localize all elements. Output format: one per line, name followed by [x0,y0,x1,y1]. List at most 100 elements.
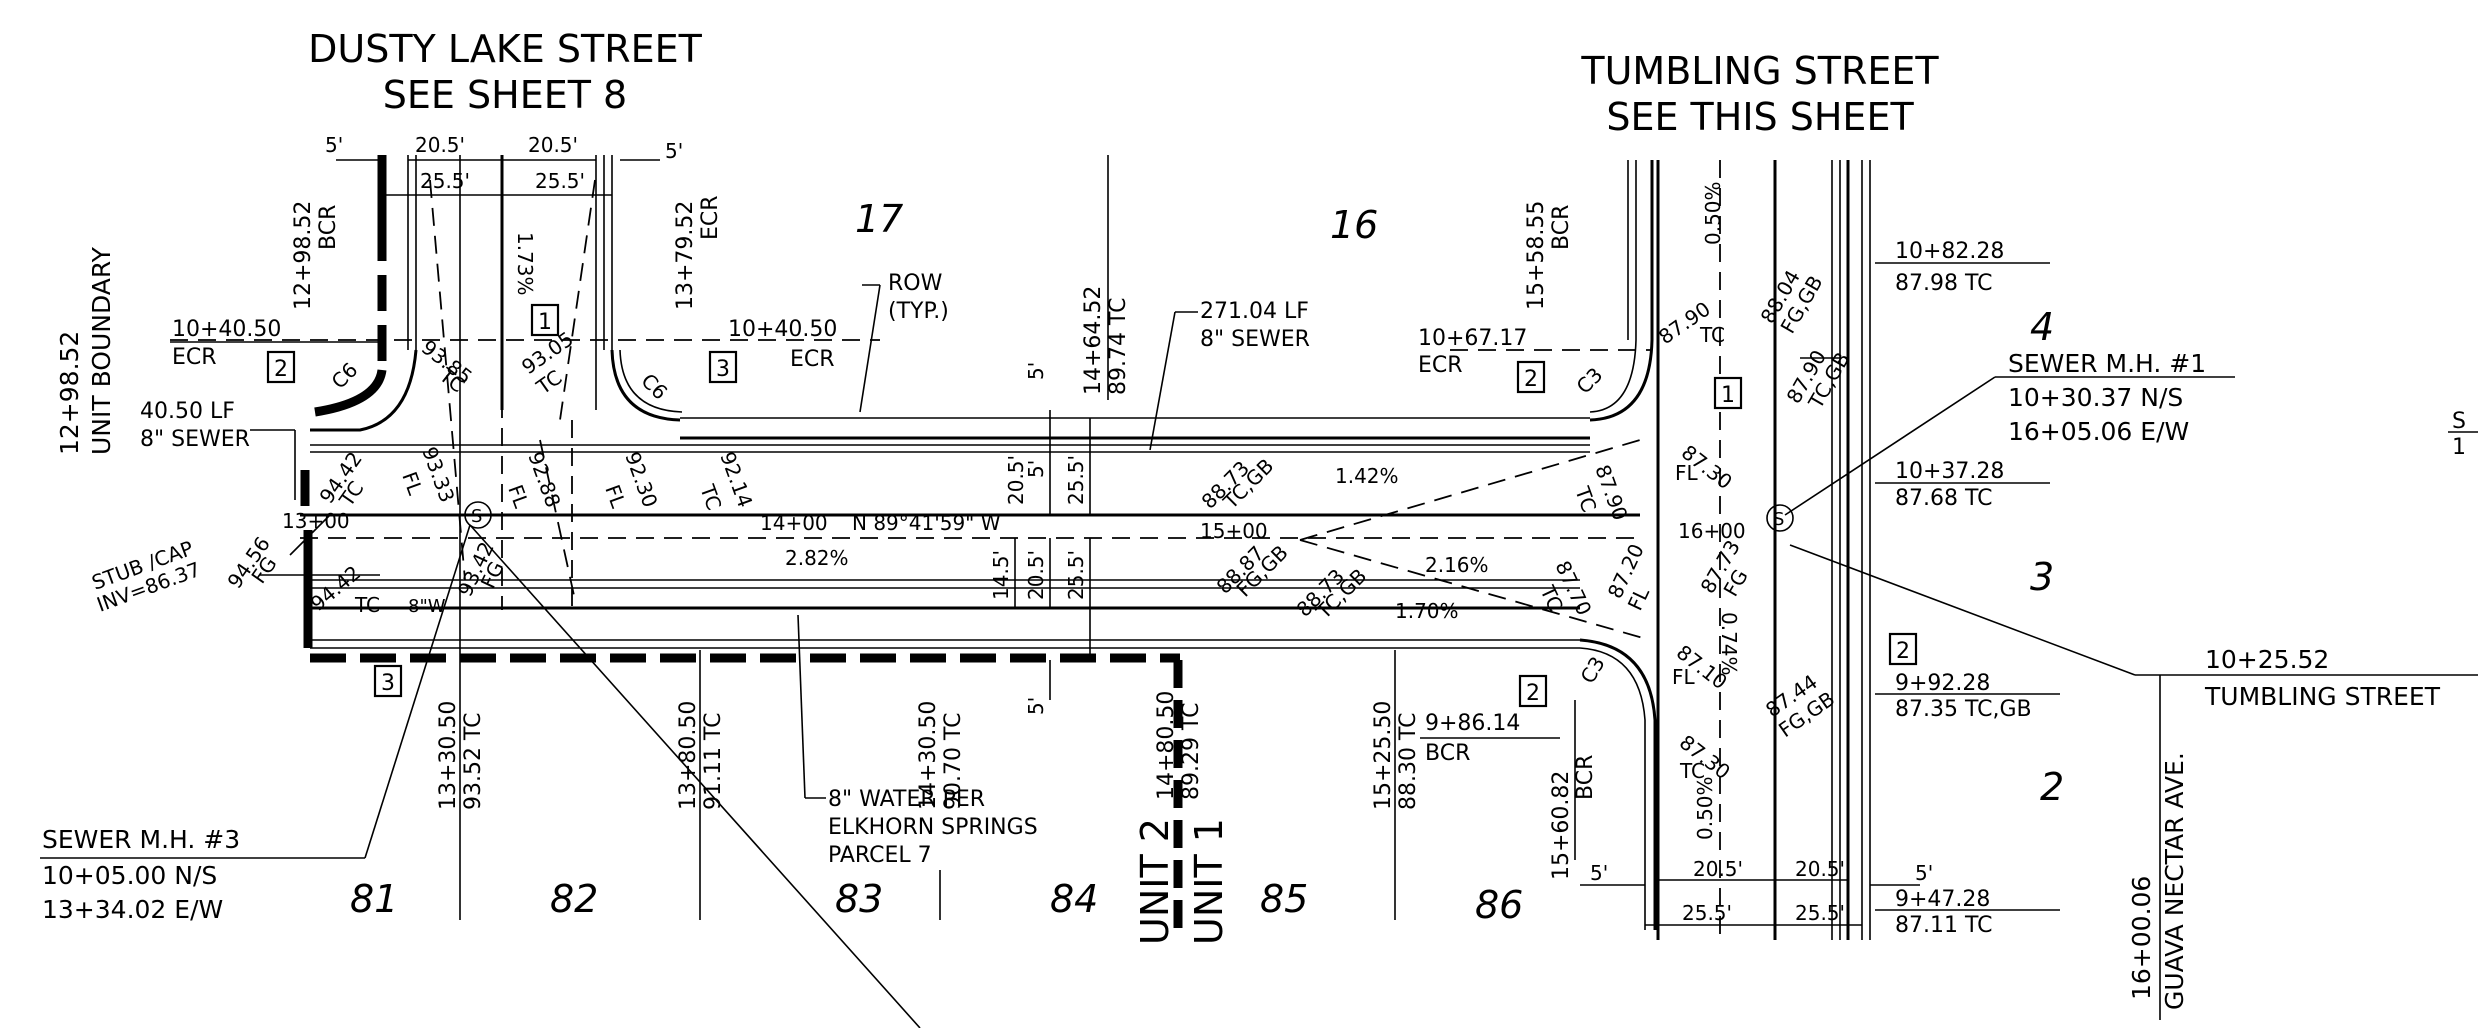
callout-box-2: 2 [1516,360,1546,394]
bcr-label: BCR [1425,741,1470,766]
sewer-manhole-3-symbol [464,501,492,529]
svg-text:2: 2 [274,357,288,382]
svg-text:15+58.55: 15+58.55 [1524,201,1549,310]
title-tumbling: TUMBLING STREET [1580,49,1939,93]
lot-81: 81 [350,877,398,921]
elev-87-35: 87.35 TC,GB [1895,697,2032,722]
dim-5ft: 5' [1024,362,1048,380]
dim-5ft: 5' [1590,861,1608,885]
svg-text:90.70 TC: 90.70 TC [941,713,966,811]
svg-text:N 89°41'59" W: N 89°41'59" W [852,511,1001,535]
svg-text:TC: TC [1699,323,1725,347]
svg-text:13+00: 13+00 [282,509,350,533]
svg-text:0.50%: 0.50% [1701,181,1725,245]
tumbling-road-lines [1299,160,1871,940]
lot-16: 16 [1330,203,1378,247]
title-dusty-lake: DUSTY LAKE STREET [308,27,703,71]
svg-text:BCR: BCR [1549,205,1574,250]
water-note-1: 8" WATER PER [828,787,985,812]
svg-text:2: 2 [1526,681,1540,706]
svg-text:89.74 TC: 89.74 TC [1106,298,1131,396]
svg-text:FL: FL [600,482,631,512]
elev-87-11: 87.11 TC [1895,913,1993,938]
bcr-station: 9+86.14 [1425,711,1520,736]
row-label: ROW [888,271,943,296]
station-10-25-52: 10+25.52 [2205,645,2329,674]
svg-text:89.29 TC: 89.29 TC [1179,703,1204,801]
svg-text:1.42%: 1.42% [1335,464,1399,488]
lot-4: 4 [2030,305,2054,349]
callout-box-2: 2 [266,350,296,384]
dim-25-5ft: 25.5' [1795,901,1845,925]
svg-text:16+00.06: 16+00.06 [2127,876,2156,1000]
svg-text:8"W: 8"W [408,596,446,617]
svg-text:2: 2 [1524,367,1538,392]
svg-text:2.82%: 2.82% [785,546,849,570]
ecr-label: ECR [1418,353,1463,378]
svg-text:14+30.50: 14+30.50 [916,701,941,810]
svg-text:14+64.52: 14+64.52 [1081,286,1106,395]
sewer-length: 271.04 LF [1200,299,1309,324]
dusty-lake-road-lines [300,155,683,648]
svg-text:BCR: BCR [1573,755,1598,800]
dim-5ft: 5' [1915,861,1933,885]
svg-text:12+98.52: 12+98.52 [291,201,316,310]
svg-text:93.33: 93.33 [417,444,459,506]
sewer-size: 8" SEWER [140,427,250,452]
dim-25-5ft: 25.5' [1682,901,1732,925]
svg-text:FL: FL [503,482,534,512]
svg-text:1.70%: 1.70% [1395,599,1459,623]
svg-text:16+00: 16+00 [1678,519,1746,543]
sewer-mh-3-title: SEWER M.H. #3 [42,825,240,854]
svg-text:UNIT 1: UNIT 1 [1187,818,1231,945]
rotated-grade-labels: STUB /CAP INV=86.37 94.56 FG 94.42 TC 94… [89,181,1855,840]
callout-box-3: 3 [373,664,403,698]
svg-text:S: S [1773,509,1784,530]
sewer-mh-1-ew: 16+05.06 E/W [2008,417,2189,446]
ecr-label: ECR [172,345,217,370]
sewer-mh-3-ew: 13+34.02 E/W [42,895,223,924]
svg-text:88.30 TC: 88.30 TC [1396,713,1421,811]
lot-17: 17 [855,197,903,241]
callout-box-1: 1 [1713,376,1743,410]
dimension-lines [336,159,1920,926]
edge-fragment-s: S [2452,409,2466,434]
svg-text:FL: FL [397,469,428,499]
ecr-station: 10+40.50 [172,317,281,342]
svg-text:S: S [471,506,482,527]
dim-25-5ft: 25.5' [1064,550,1088,600]
callout-box-1: 1 [530,303,560,337]
svg-text:2.16%: 2.16% [1425,553,1489,577]
svg-text:0.50%: 0.50% [1693,776,1717,840]
ecr-station: 10+67.17 [1418,326,1527,351]
svg-text:1: 1 [538,310,552,335]
svg-text:FL: FL [1675,461,1699,485]
svg-text:2: 2 [1896,639,1910,664]
dim-20-5ft: 20.5' [528,133,578,157]
svg-text:UNIT BOUNDARY: UNIT BOUNDARY [87,246,116,455]
dim-5ft: 5' [1024,697,1048,715]
svg-text:15+60.82: 15+60.82 [1549,771,1574,880]
svg-text:14+00: 14+00 [760,511,828,535]
tumbling-street-label: TUMBLING STREET [2204,682,2441,711]
right-leaders [1784,262,2478,1020]
svg-text:15+25.50: 15+25.50 [1371,701,1396,810]
lot-82: 82 [550,877,598,921]
svg-text:0.74%: 0.74% [1717,612,1741,676]
station-9-47-28: 9+47.28 [1895,887,1990,912]
curve-c6: C6 [636,369,672,405]
callout-box-3: 3 [708,350,738,384]
svg-text:12+98.52: 12+98.52 [55,331,84,455]
svg-text:13+80.50: 13+80.50 [676,701,701,810]
callout-box-2: 2 [1888,632,1918,666]
station-10-82-28: 10+82.28 [1895,239,2004,264]
dim-20-5ft: 20.5' [1024,550,1048,600]
lot-83: 83 [835,877,883,921]
dim-5ft: 5' [665,139,683,163]
svg-text:FL: FL [1672,665,1696,689]
ecr-station: 10+40.50 [728,317,837,342]
curve-c3: C3 [1576,652,1610,687]
lot-3: 3 [2030,555,2054,599]
curve-c3: C3 [1572,363,1608,399]
